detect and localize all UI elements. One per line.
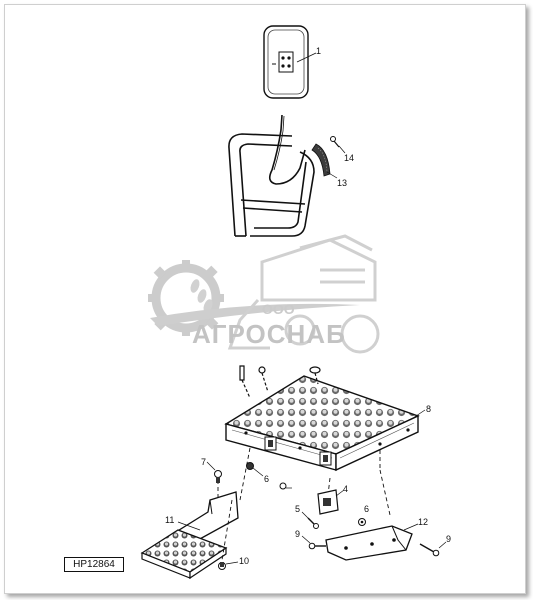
step-part: [140, 491, 239, 580]
callout-12: 12: [418, 517, 428, 527]
callout-14: 14: [344, 153, 354, 163]
callout-6b: 6: [364, 504, 369, 514]
bracket-12: [325, 525, 413, 561]
bracket-4: [317, 489, 339, 515]
callout-1: 1: [316, 46, 321, 56]
reflector-part: [311, 143, 331, 177]
bolt-9-right: [419, 543, 440, 557]
callout-9b: 9: [446, 534, 451, 544]
platform-part: [224, 375, 420, 472]
bolt-parts: [239, 365, 321, 399]
figure-reference-code: HP12864: [64, 557, 124, 572]
wheat-icon: [190, 279, 213, 313]
watermark: ООО АГРОСНАБ: [148, 234, 380, 354]
handrail-part: [228, 133, 315, 237]
harvester-icon: [227, 234, 380, 354]
watermark-company: АГРОСНАБ: [192, 319, 346, 349]
bolt-5: [307, 517, 319, 529]
callout-9a: 9: [295, 529, 300, 539]
nut-6-left: [246, 462, 287, 490]
callout-13: 13: [337, 178, 347, 188]
callout-8: 8: [426, 404, 431, 414]
watermark-prefix: ООО: [262, 301, 295, 317]
mirror-part: [263, 25, 309, 99]
callout-7: 7: [201, 457, 206, 467]
callout-5: 5: [295, 504, 300, 514]
mirror-arm: [268, 114, 306, 185]
screw-part: [330, 136, 340, 148]
bolt-7: [214, 470, 222, 483]
assembly-lines: [217, 447, 391, 561]
bolt-10: [218, 562, 226, 570]
callout-6a: 6: [264, 474, 269, 484]
callout-11: 11: [165, 515, 174, 525]
callout-4: 4: [343, 484, 348, 494]
swoosh-icon: [150, 303, 360, 326]
nut-6-right: [358, 518, 366, 526]
callout-10: 10: [239, 556, 249, 566]
bolt-9-left: [308, 542, 326, 550]
